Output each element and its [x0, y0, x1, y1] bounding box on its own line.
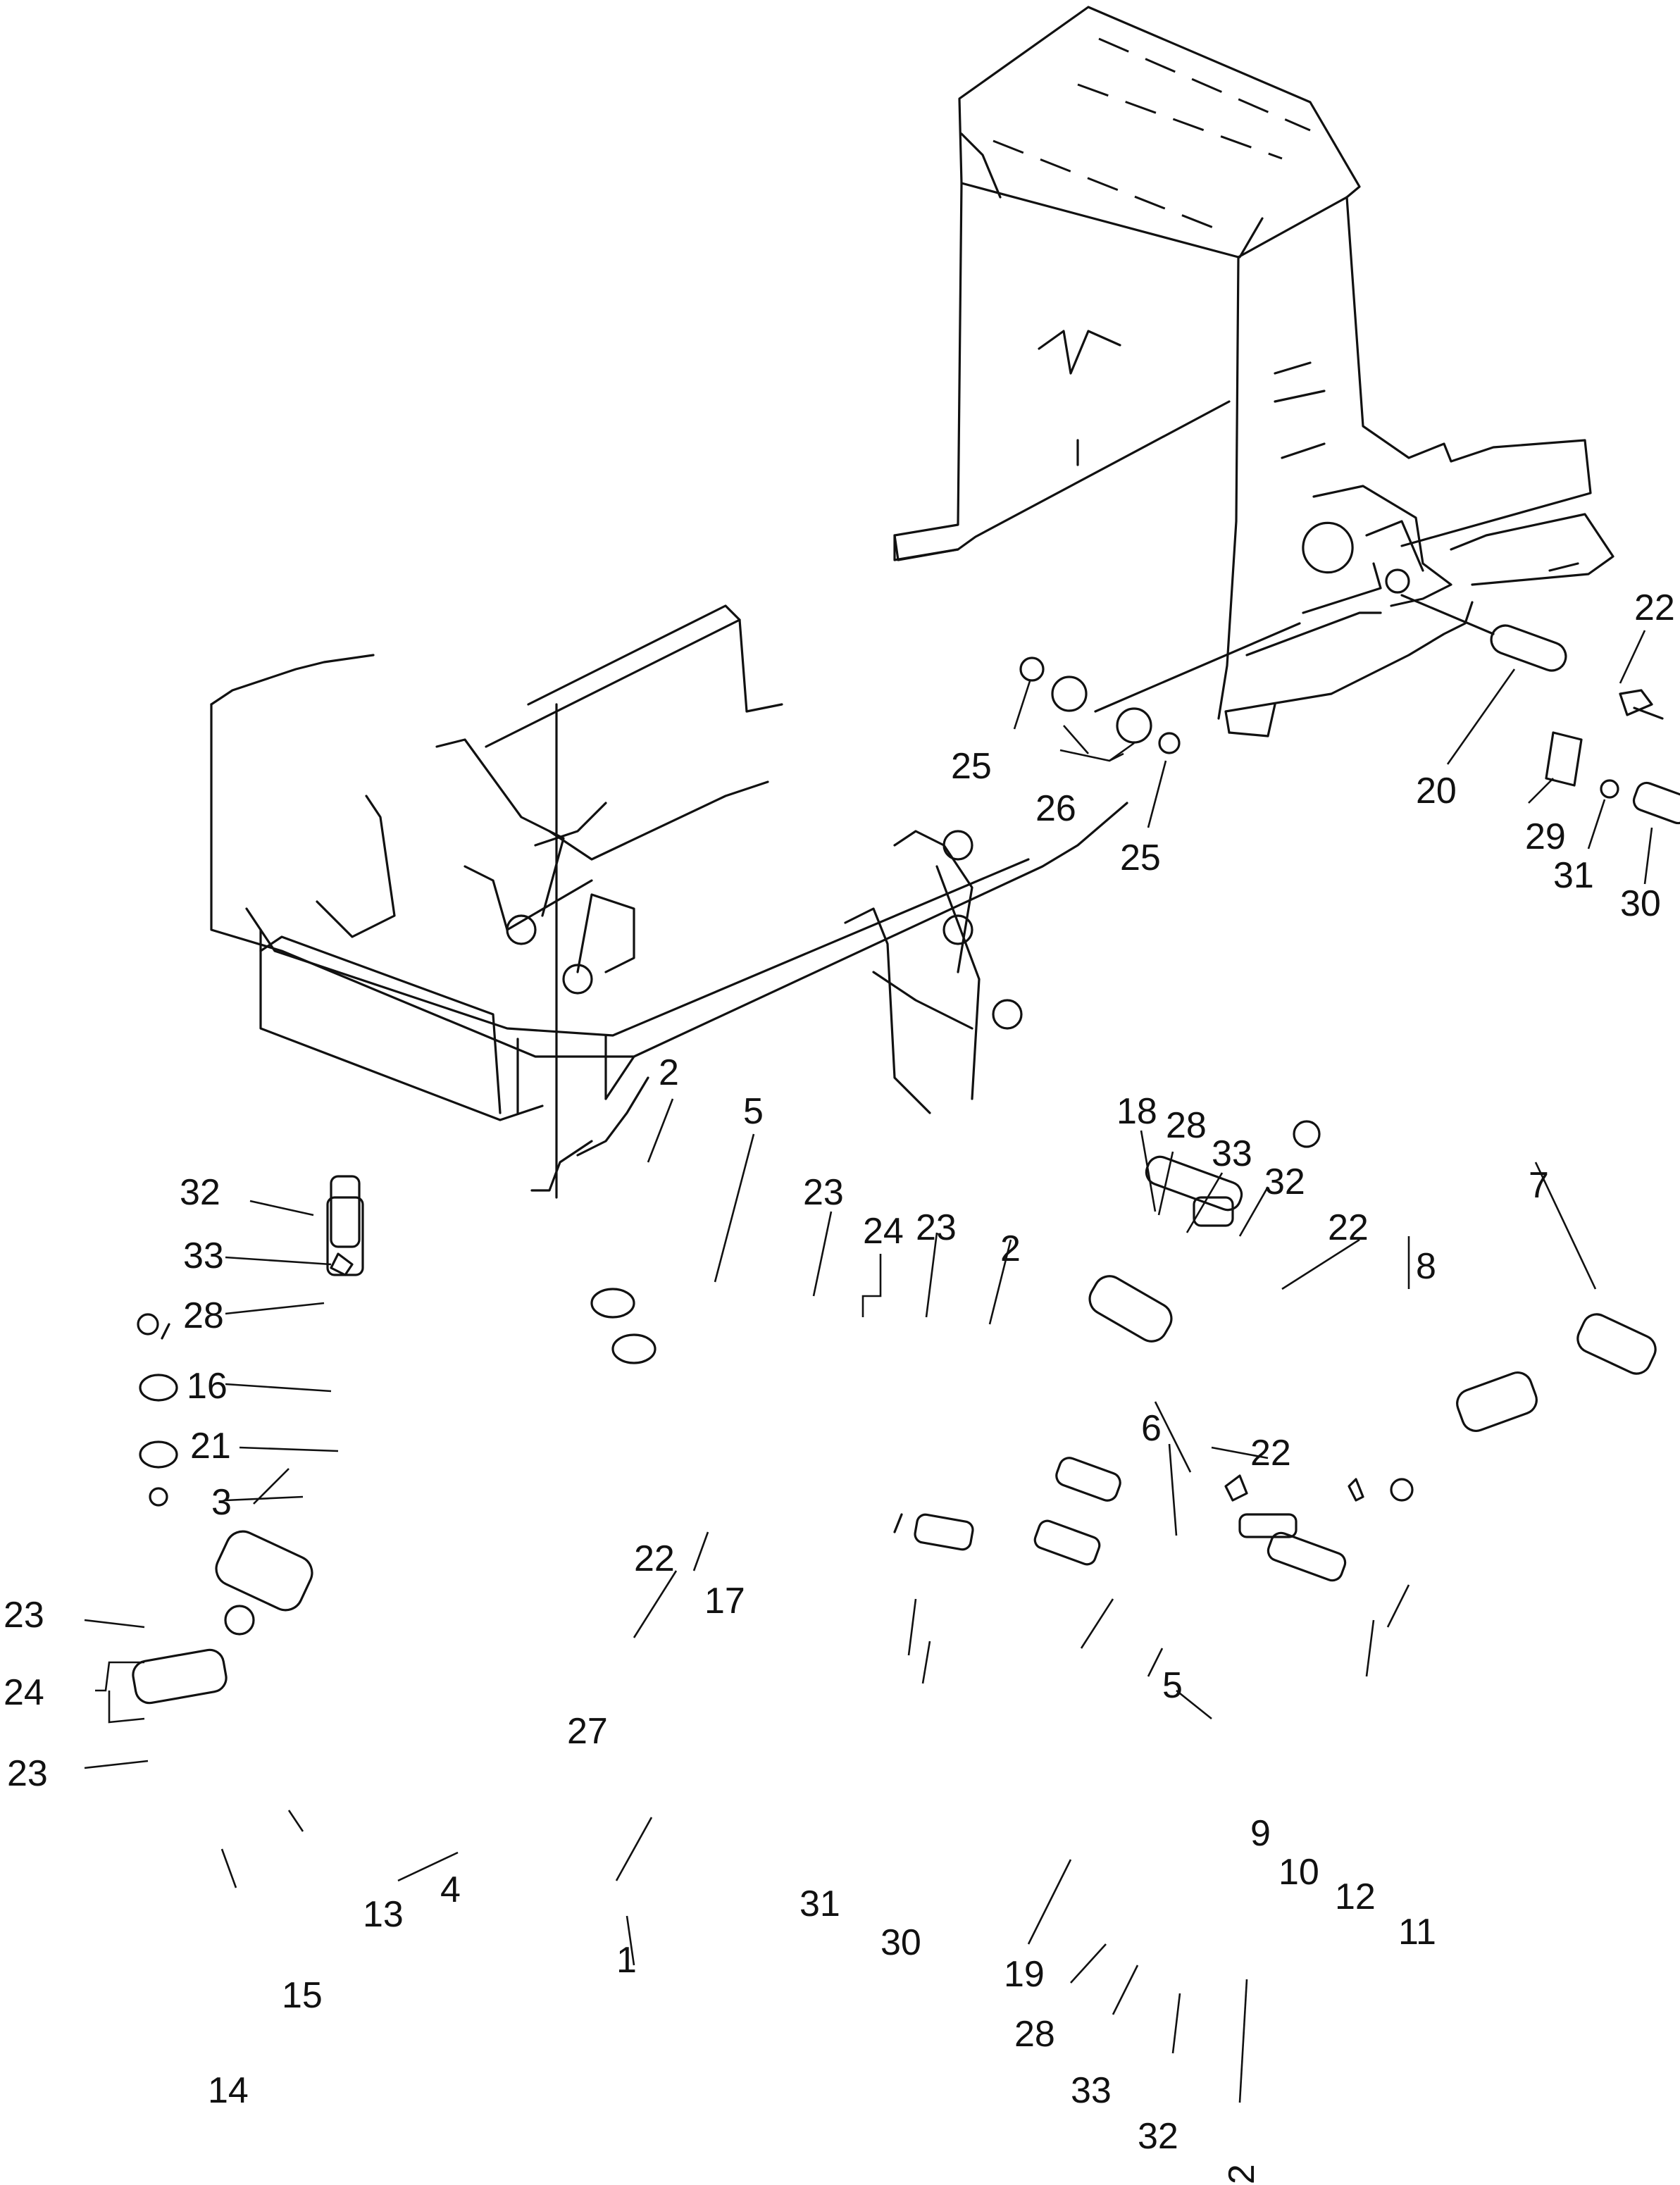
callout-18: 18: [1116, 1091, 1157, 1132]
callout-33: 33: [1071, 2070, 1112, 2111]
callout-1: 1: [616, 1940, 637, 1981]
callout-33: 33: [183, 1235, 224, 1276]
callout-5: 5: [1162, 1665, 1183, 1706]
callout-12: 12: [1335, 1876, 1376, 1917]
callout-33: 33: [1212, 1133, 1252, 1174]
lower-small-parts: [132, 1120, 1657, 1705]
callout-23: 23: [803, 1172, 844, 1213]
callout-31: 31: [799, 1884, 840, 1924]
callout-16: 16: [187, 1366, 228, 1407]
callout-25: 25: [1120, 838, 1161, 878]
callout-22: 22: [1221, 2164, 1262, 2185]
callout-24: 24: [4, 1672, 44, 1713]
leader-lines: [84, 630, 1653, 2103]
callout-10: 10: [1278, 1852, 1319, 1893]
callout-28: 28: [183, 1295, 224, 1336]
callout-26: 26: [1035, 788, 1076, 829]
callout-32: 32: [1138, 2116, 1178, 2157]
callout-23: 23: [7, 1753, 48, 1794]
lower-uprights: [506, 703, 1023, 1199]
callout-5: 5: [743, 1091, 764, 1132]
callout-17: 17: [704, 1581, 745, 1621]
callout-21: 21: [190, 1426, 231, 1467]
callout-13: 13: [363, 1894, 404, 1935]
callout-7: 7: [1529, 1165, 1549, 1206]
lower-frame-assembly: [210, 604, 1128, 1121]
callout-4: 4: [440, 1869, 461, 1910]
callout-23: 23: [916, 1207, 957, 1248]
callout-11: 11: [1398, 1912, 1436, 1953]
callout-31: 31: [1553, 855, 1594, 896]
callout-24: 24: [863, 1211, 904, 1252]
callout-28: 28: [1166, 1105, 1207, 1146]
callout-15: 15: [282, 1975, 323, 2016]
callout-32: 32: [180, 1172, 220, 1213]
callout-29: 29: [1525, 816, 1566, 857]
callout-30: 30: [1620, 883, 1661, 924]
callout-22: 22: [1328, 1207, 1369, 1248]
callout-19: 19: [1004, 1954, 1045, 1995]
callout-3: 3: [211, 1482, 232, 1523]
callout-2: 2: [1000, 1228, 1021, 1269]
callout-22: 22: [1634, 587, 1675, 628]
callout-32: 32: [1264, 1162, 1305, 1202]
callout-2: 2: [659, 1052, 679, 1093]
callout-28: 28: [1014, 2014, 1055, 2055]
callout-9: 9: [1250, 1813, 1271, 1854]
callout-23: 23: [4, 1595, 44, 1636]
callout-22: 22: [634, 1538, 675, 1579]
callout-25: 25: [951, 746, 992, 787]
callout-20: 20: [1416, 771, 1457, 811]
callout-30: 30: [881, 1922, 921, 1963]
callout-27: 27: [567, 1711, 608, 1752]
callout-6: 6: [1141, 1408, 1162, 1449]
callout-14: 14: [208, 2070, 249, 2111]
upper-small-parts: [1019, 624, 1680, 825]
callout-labels: 22 25 26 25 20 29 31 30 2 5 32 33 28 16 …: [4, 587, 1675, 2185]
callout-22: 22: [1250, 1433, 1291, 1474]
callout-8: 8: [1416, 1246, 1436, 1287]
upper-frame-assembly: [893, 6, 1614, 737]
